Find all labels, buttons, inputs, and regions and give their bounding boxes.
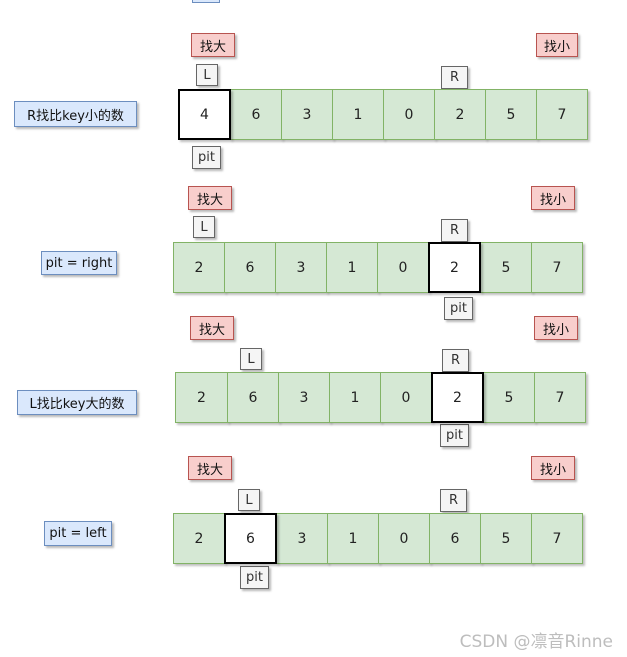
array-cell: 7 — [536, 89, 588, 140]
array-cell: 5 — [480, 513, 532, 564]
array-cell: 1 — [327, 513, 379, 564]
right-pointer-label: R — [441, 66, 468, 89]
array-cell: 4 — [178, 89, 231, 140]
array-cell: 0 — [377, 242, 429, 293]
array-cell: 0 — [383, 89, 435, 140]
find-big-tag: 找大 — [190, 316, 234, 340]
find-big-tag: 找大 — [188, 456, 232, 480]
array-cell: 1 — [329, 372, 381, 423]
array-cell: 5 — [480, 242, 532, 293]
left-pointer-label: L — [193, 216, 215, 238]
array-cell: 6 — [429, 513, 481, 564]
array-cell: 6 — [224, 513, 277, 564]
array-cell: 7 — [534, 372, 586, 423]
left-pointer-label: L — [240, 348, 262, 370]
array-row: 2 6 3 1 0 6 5 7 — [173, 513, 583, 564]
array-cell: 1 — [332, 89, 384, 140]
pit-marker: pit — [444, 297, 473, 320]
find-small-tag: 找小 — [536, 33, 578, 57]
array-cell: 5 — [483, 372, 535, 423]
array-cell: 5 — [485, 89, 537, 140]
top-cropped-label — [192, 0, 220, 3]
array-row: 2 6 3 1 0 2 5 7 — [173, 242, 583, 293]
right-pointer-label: R — [442, 349, 469, 372]
array-cell: 6 — [230, 89, 282, 140]
array-cell: 7 — [531, 242, 583, 293]
array-row: 2 6 3 1 0 2 5 7 — [175, 372, 586, 423]
array-cell: 2 — [175, 372, 228, 423]
find-small-tag: 找小 — [534, 316, 578, 340]
array-cell: 6 — [227, 372, 279, 423]
array-cell: 2 — [173, 242, 225, 293]
left-pointer-label: L — [196, 64, 218, 86]
left-pointer-label: L — [238, 489, 260, 511]
array-cell: 6 — [224, 242, 276, 293]
row-step-label: L找比key大的数 — [17, 390, 137, 415]
right-pointer-label: R — [441, 219, 468, 242]
array-cell: 3 — [276, 513, 328, 564]
row-step-label: pit = left — [44, 521, 112, 546]
array-cell: 0 — [380, 372, 432, 423]
array-cell: 3 — [281, 89, 333, 140]
row-step-label: pit = right — [41, 251, 117, 275]
find-big-tag: 找大 — [188, 186, 232, 210]
watermark: CSDN @凛音Rinne — [459, 632, 613, 652]
array-row: 4 6 3 1 0 2 5 7 — [178, 89, 588, 140]
array-cell: 3 — [278, 372, 330, 423]
array-cell: 2 — [173, 513, 225, 564]
find-small-tag: 找小 — [531, 186, 575, 210]
array-cell: 2 — [434, 89, 486, 140]
array-cell: 3 — [275, 242, 327, 293]
row-step-label: R找比key小的数 — [14, 101, 137, 127]
right-pointer-label: R — [440, 489, 467, 512]
pit-marker: pit — [440, 424, 469, 447]
array-cell: 1 — [326, 242, 378, 293]
pit-marker: pit — [240, 566, 269, 589]
array-cell: 7 — [531, 513, 583, 564]
array-cell: 2 — [428, 242, 481, 293]
pit-marker: pit — [192, 146, 221, 169]
find-small-tag: 找小 — [531, 456, 575, 480]
array-cell: 2 — [431, 372, 484, 423]
array-cell: 0 — [378, 513, 430, 564]
find-big-tag: 找大 — [191, 33, 235, 57]
